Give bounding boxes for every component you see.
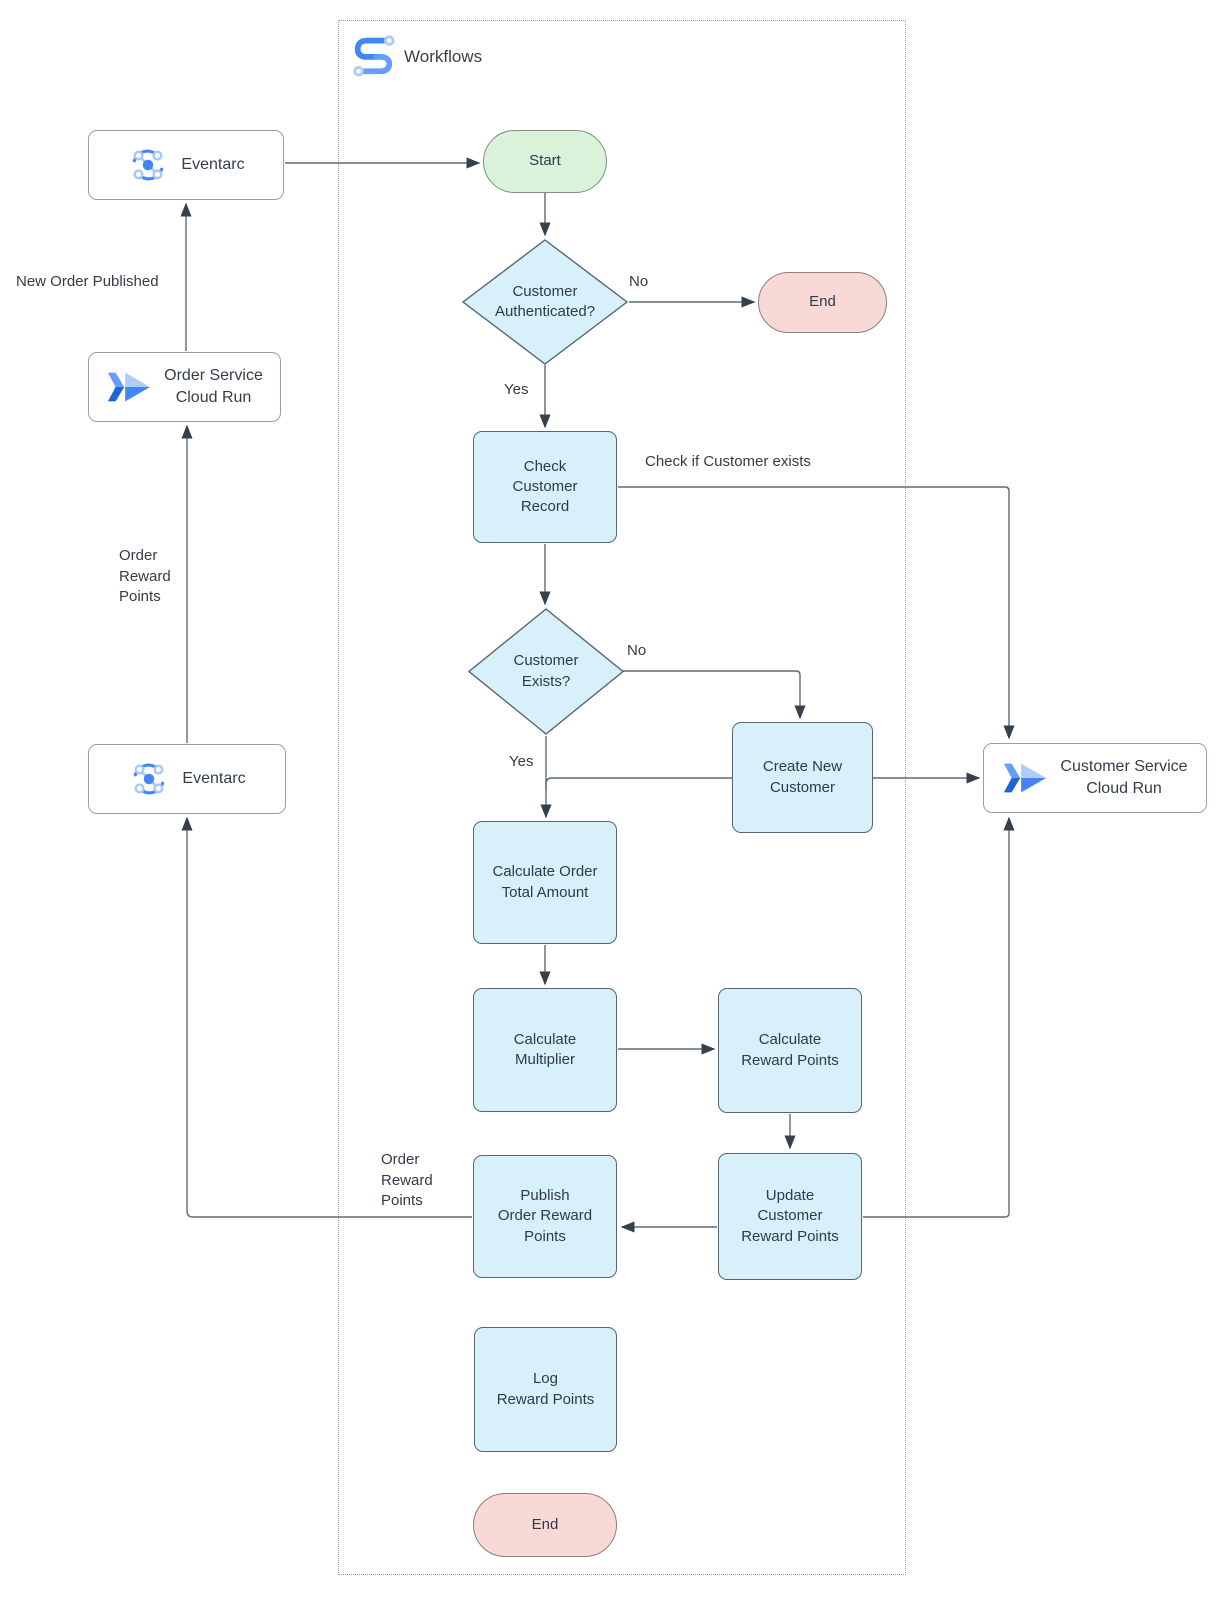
node-label: Eventarc [181, 156, 245, 174]
node-label: Eventarc [182, 770, 246, 788]
diamond-shape [462, 239, 628, 365]
node-start: Start [483, 130, 607, 193]
eventarc-icon [134, 763, 165, 795]
node-eventarc-lower: Eventarc [88, 744, 286, 814]
node-calculate-order-total: Calculate Order Total Amount [473, 821, 617, 944]
node-label: Check Customer Record [512, 457, 578, 516]
node-calculate-reward-points: Calculate Reward Points [718, 988, 862, 1113]
node-label: Create New Customer [762, 758, 843, 796]
node-label: Calculate Multiplier [513, 1030, 577, 1068]
node-label: End [809, 293, 836, 311]
edge-label-new-order-published: New Order Published [16, 273, 159, 290]
node-label: Start [529, 152, 561, 170]
cloud-run-icon [1004, 763, 1047, 793]
node-order-service-cloud-run: Order Service Cloud Run [88, 352, 281, 422]
node-label: Calculate Reward Points [741, 1031, 839, 1069]
edge-label-yes-authenticated: Yes [504, 381, 529, 398]
edge-label-check-if-customer-exists: Check if Customer exists [645, 453, 811, 470]
diagram-title: Workflows [404, 47, 483, 66]
node-customer-authenticated-decision: Customer Authenticated? [462, 239, 628, 365]
workflows-container [338, 20, 906, 1575]
node-customer-service-cloud-run: Customer Service Cloud Run [983, 743, 1207, 813]
node-label: Publish Order Reward Points [497, 1187, 593, 1245]
edge-label-no-authenticated: No [629, 273, 649, 290]
node-publish-order-reward-points: Publish Order Reward Points [473, 1155, 617, 1278]
edge-label-order-reward-points-left: Order Reward Points [119, 547, 171, 606]
edge-label-order-reward-points-bottom: Order Reward Points [381, 1151, 433, 1210]
diamond-shape [468, 608, 624, 735]
node-check-customer-record: Check Customer Record [473, 431, 617, 543]
node-eventarc-top: Eventarc [88, 130, 284, 200]
node-create-new-customer: Create New Customer [732, 722, 873, 833]
cloud-run-icon [108, 372, 151, 402]
workflows-icon [353, 35, 395, 77]
node-calculate-multiplier: Calculate Multiplier [473, 988, 617, 1112]
node-label: Calculate Order Total Amount [492, 863, 598, 901]
node-label: Customer Exists? [513, 652, 579, 690]
eventarc-icon [133, 149, 164, 181]
edge-label-yes-exists: Yes [509, 753, 534, 770]
node-label: Log Reward Points [496, 1370, 595, 1408]
node-update-customer-reward-points: Update Customer Reward Points [718, 1153, 862, 1280]
node-customer-exists-decision: Customer Exists? [468, 608, 624, 735]
edge-label-no-exists: No [627, 642, 647, 659]
node-label: Customer Service Cloud Run [1060, 758, 1188, 797]
node-label: Customer Authenticated? [494, 282, 596, 320]
node-label: Order Service Cloud Run [164, 367, 263, 406]
node-log-reward-points: Log Reward Points [474, 1327, 617, 1452]
node-end-top: End [758, 272, 887, 333]
node-label: End [531, 1515, 559, 1533]
node-end-bottom: End [473, 1493, 617, 1557]
node-label: Update Customer Reward Points [741, 1187, 839, 1245]
